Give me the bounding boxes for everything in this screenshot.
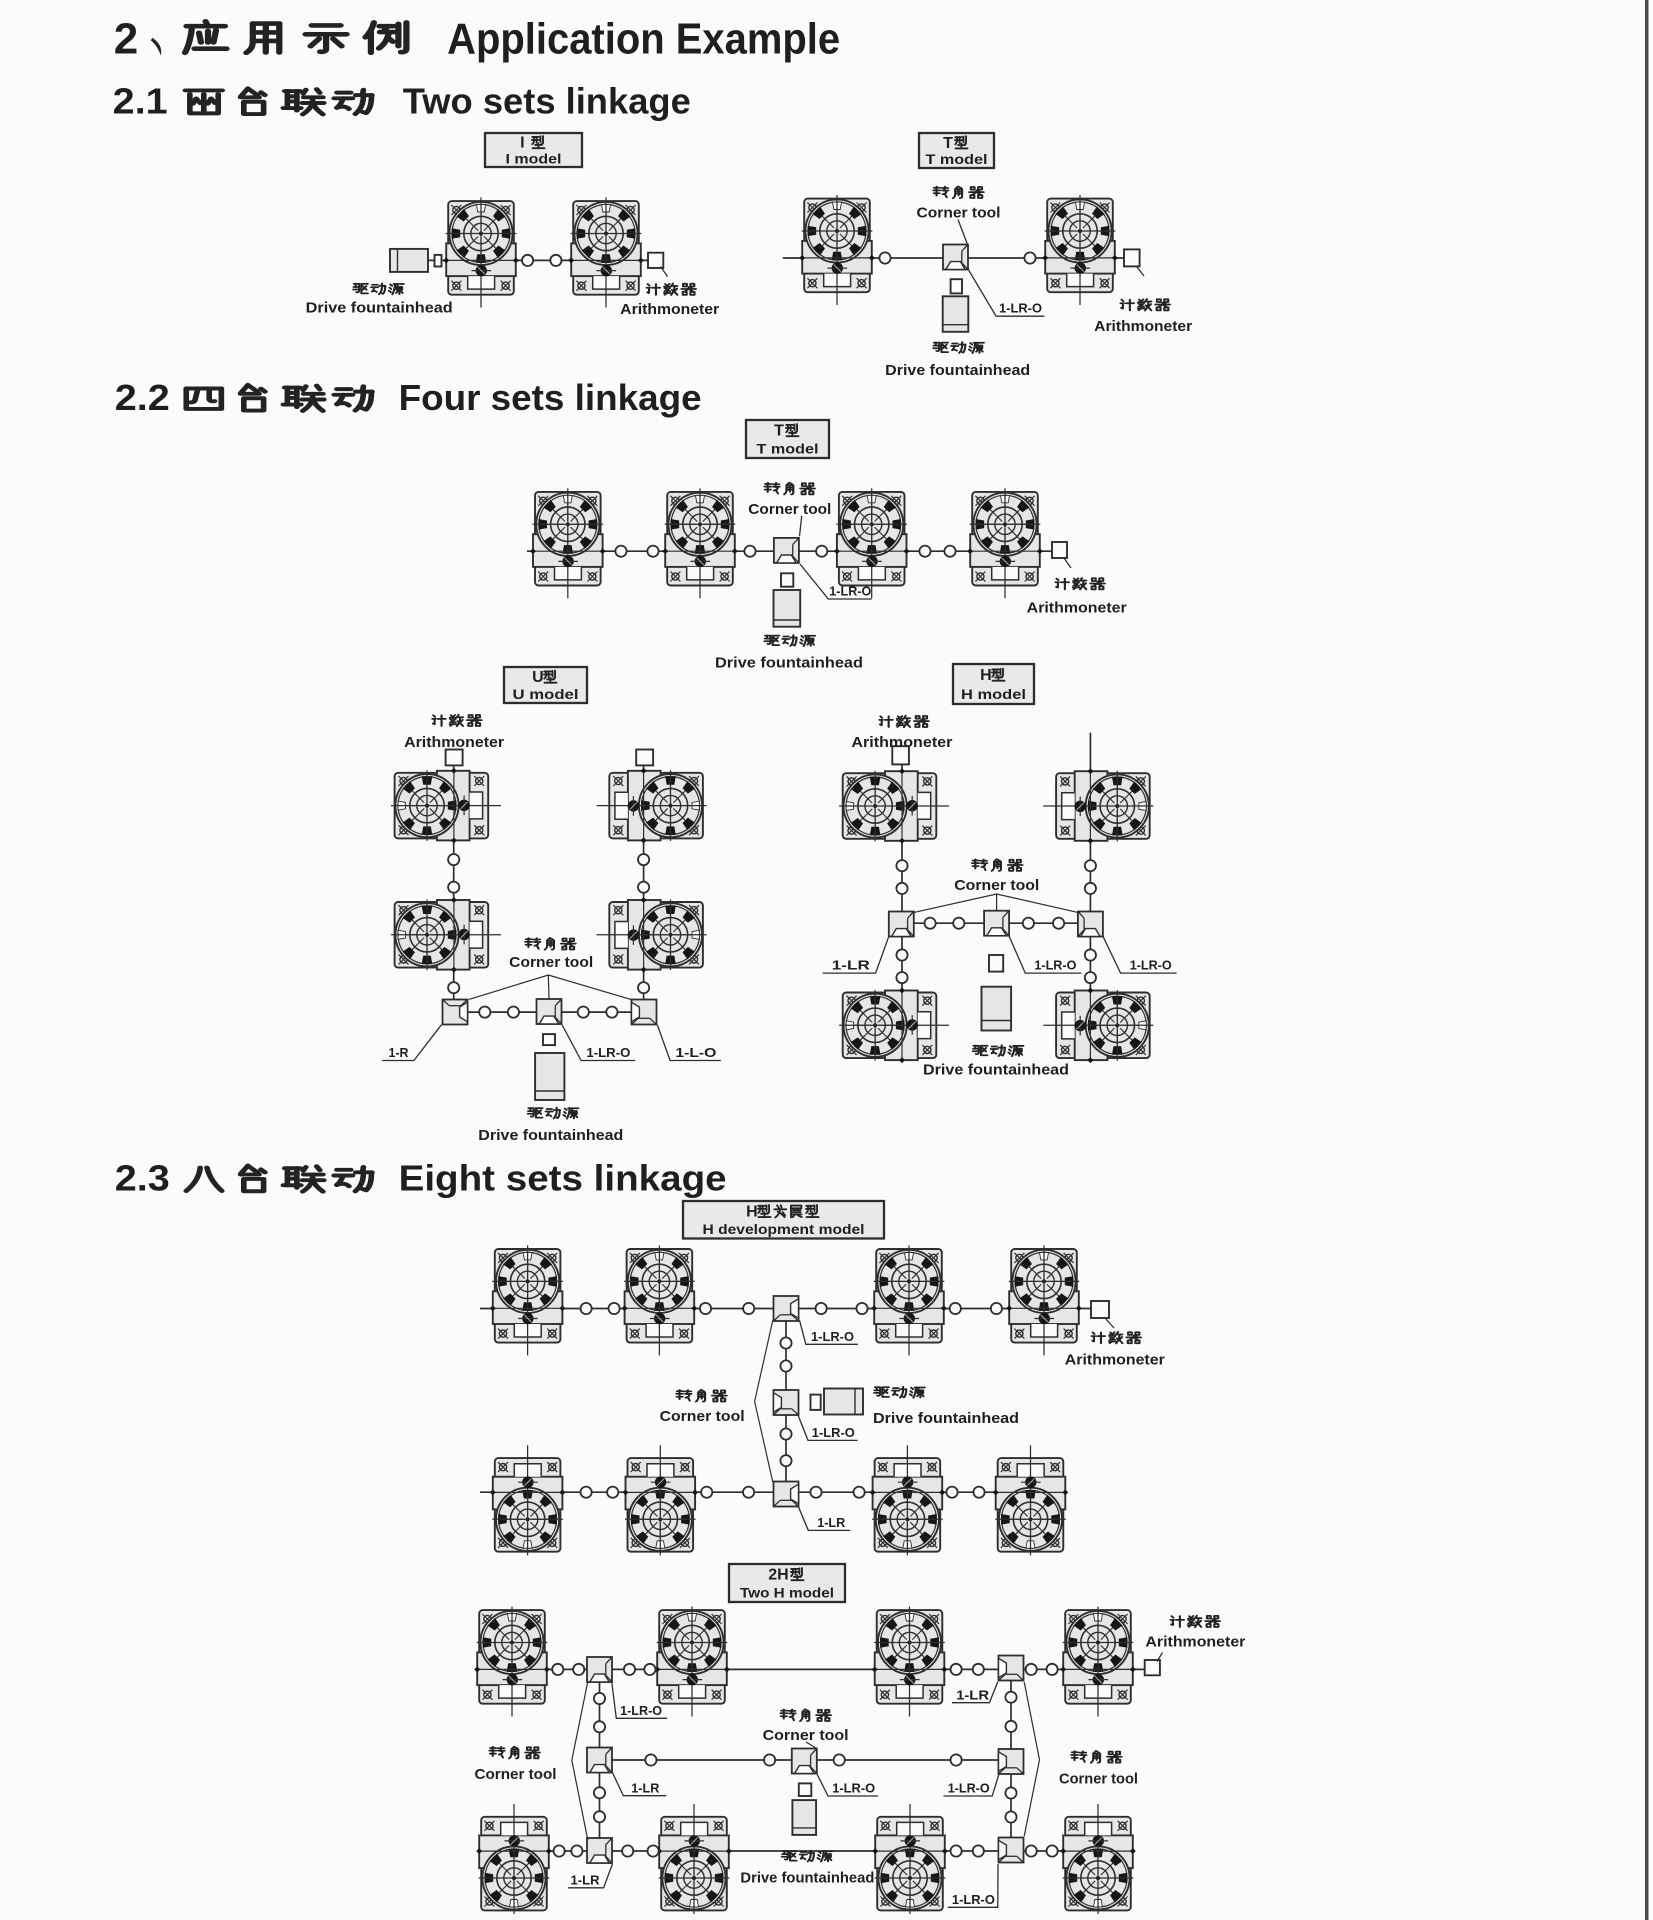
svg-text:Corner tool: Corner tool — [509, 954, 593, 971]
svg-text:Corner tool: Corner tool — [763, 1727, 849, 1744]
svg-text:U model: U model — [513, 687, 579, 702]
svg-text:Two sets linkage: Two sets linkage — [403, 81, 691, 122]
svg-text:T model: T model — [926, 152, 988, 167]
svg-text:Application Example: Application Example — [447, 15, 840, 64]
svg-text:1-LR-O: 1-LR-O — [1034, 958, 1076, 973]
svg-text:Two H model: Two H model — [740, 1585, 834, 1600]
svg-text:Drive fountainhead: Drive fountainhead — [715, 654, 863, 671]
svg-text:Drive fountainhead: Drive fountainhead — [478, 1127, 623, 1144]
svg-text:Arithmoneter: Arithmoneter — [851, 734, 952, 751]
svg-text:Corner tool: Corner tool — [475, 1766, 557, 1783]
svg-text:2.1: 2.1 — [113, 81, 168, 122]
svg-text:1-LR-O: 1-LR-O — [952, 1892, 995, 1907]
svg-text:H: H — [980, 667, 992, 684]
svg-text:T: T — [943, 135, 953, 152]
svg-text:1-LR: 1-LR — [631, 1780, 660, 1795]
svg-text:2.3: 2.3 — [115, 1158, 170, 1199]
svg-text:1-LR: 1-LR — [956, 1687, 990, 1702]
svg-text:Drive fountainhead: Drive fountainhead — [306, 300, 453, 317]
svg-text:1-R: 1-R — [389, 1045, 410, 1060]
svg-text:Eight sets linkage: Eight sets linkage — [399, 1158, 727, 1199]
svg-text:Four sets linkage: Four sets linkage — [399, 377, 702, 418]
svg-text:Drive fountainhead: Drive fountainhead — [885, 362, 1030, 379]
svg-text:U: U — [532, 669, 544, 686]
svg-text:2.2: 2.2 — [115, 377, 170, 418]
svg-text:Corner tool: Corner tool — [748, 501, 831, 518]
svg-text:Drive fountainhead: Drive fountainhead — [873, 1410, 1019, 1427]
svg-text:Corner tool: Corner tool — [660, 1408, 745, 1425]
svg-text:T: T — [774, 423, 784, 440]
svg-text:1-LR-O: 1-LR-O — [832, 1781, 875, 1796]
svg-text:I model: I model — [506, 151, 562, 166]
svg-text:Corner tool: Corner tool — [1059, 1770, 1138, 1787]
svg-text:Arithmoneter: Arithmoneter — [1065, 1351, 1165, 1368]
svg-text:Arithmoneter: Arithmoneter — [1027, 599, 1127, 616]
svg-text:1-LR-O: 1-LR-O — [999, 300, 1042, 315]
svg-text:Arithmoneter: Arithmoneter — [1094, 318, 1192, 335]
svg-text:1-LR-O: 1-LR-O — [586, 1045, 630, 1060]
svg-text:T model: T model — [757, 441, 819, 456]
svg-text:1-LR-O: 1-LR-O — [1130, 958, 1172, 973]
svg-text:1-LR-O: 1-LR-O — [812, 1425, 855, 1440]
svg-text:1-LR-O: 1-LR-O — [948, 1781, 990, 1796]
svg-text:Corner tool: Corner tool — [954, 877, 1039, 894]
svg-text:H development model: H development model — [703, 1222, 865, 1237]
svg-text:I: I — [520, 135, 524, 152]
svg-text:2: 2 — [114, 15, 138, 64]
svg-text:2H: 2H — [768, 1567, 788, 1584]
svg-text:Corner tool: Corner tool — [917, 204, 1001, 221]
svg-text:1-LR: 1-LR — [817, 1515, 846, 1530]
svg-text:H: H — [746, 1203, 758, 1220]
svg-text:1-L-O: 1-L-O — [675, 1045, 716, 1060]
svg-text:1-LR: 1-LR — [571, 1872, 601, 1887]
svg-text:Arithmoneter: Arithmoneter — [404, 734, 504, 751]
svg-text:1-LR: 1-LR — [832, 958, 871, 973]
svg-text:1-LR-O: 1-LR-O — [620, 1703, 662, 1718]
svg-text:Drive fountainhead: Drive fountainhead — [923, 1061, 1069, 1078]
svg-text:1-LR-O: 1-LR-O — [811, 1329, 854, 1344]
svg-text:1-LR-O: 1-LR-O — [829, 583, 871, 598]
svg-text:H model: H model — [961, 687, 1026, 702]
svg-text:Arithmoneter: Arithmoneter — [1145, 1633, 1245, 1650]
svg-text:Arithmoneter: Arithmoneter — [620, 301, 719, 318]
svg-text:Drive fountainhead: Drive fountainhead — [740, 1870, 874, 1887]
